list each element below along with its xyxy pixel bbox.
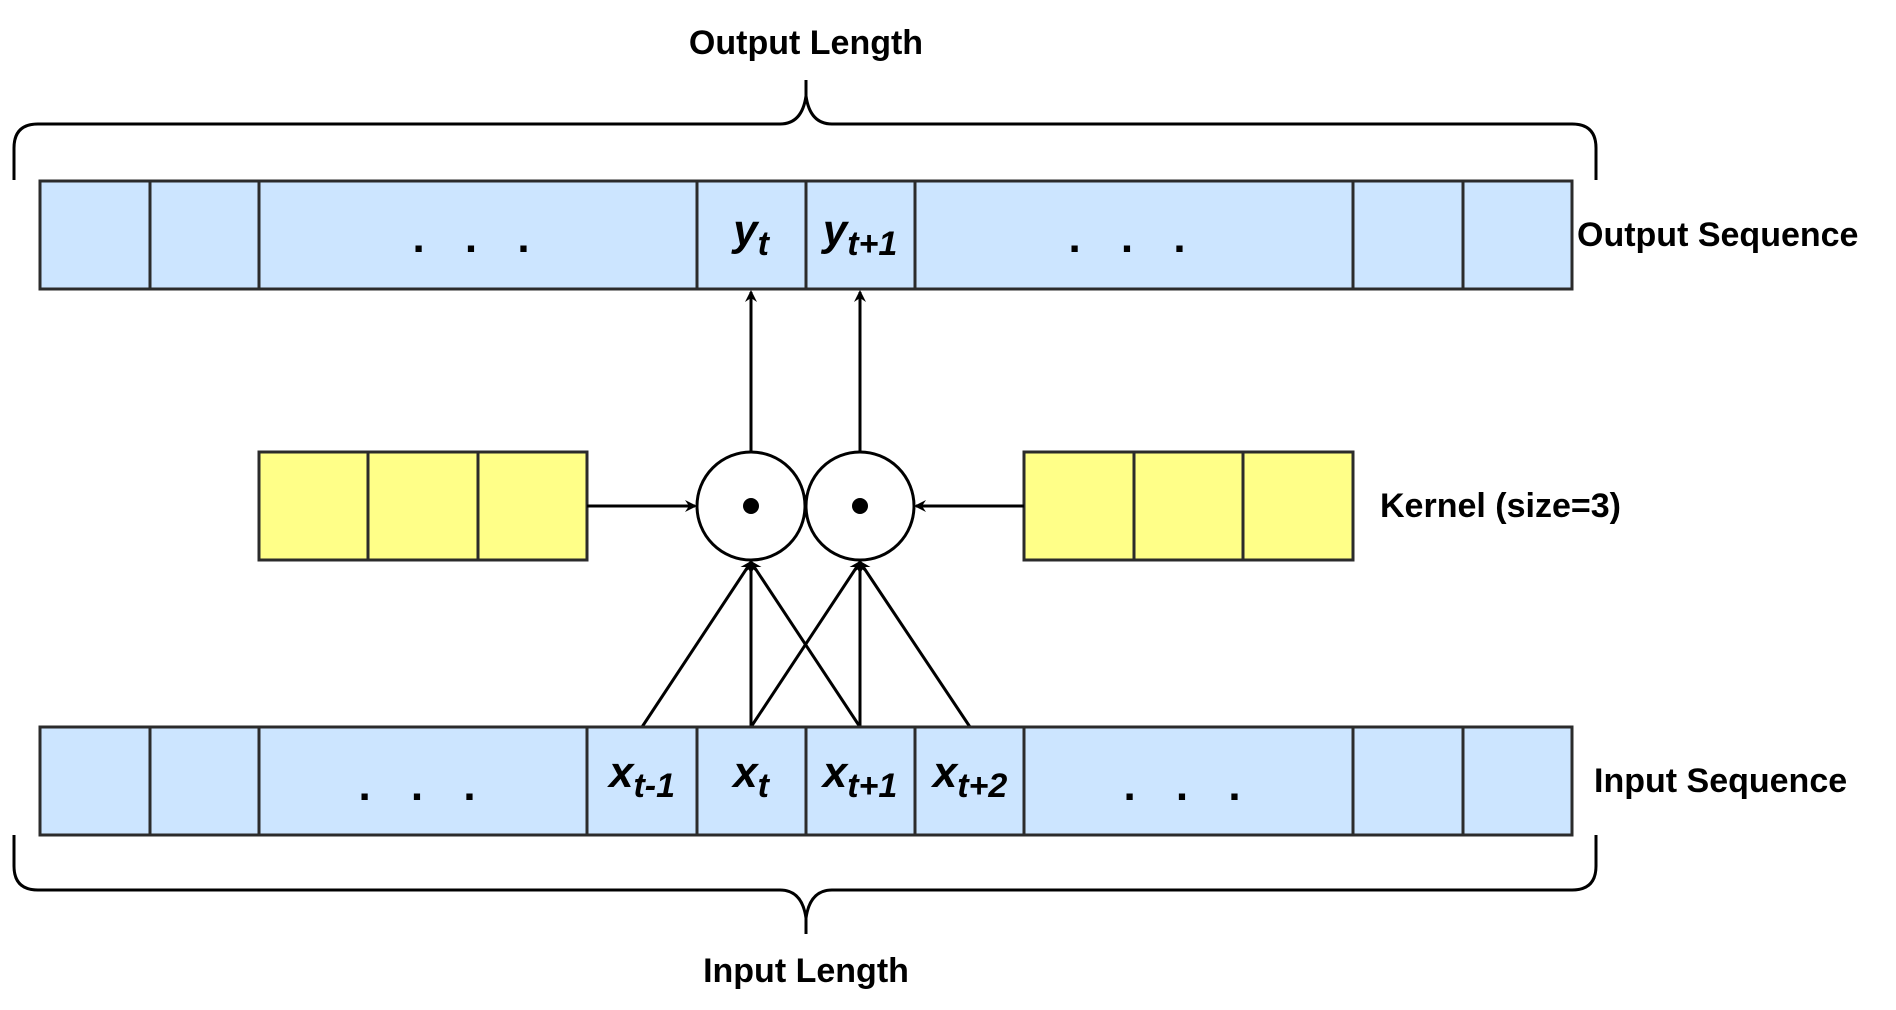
kernel-right bbox=[1022, 450, 1355, 562]
output-length-brace bbox=[12, 95, 1598, 180]
input-cell-x-t: xt bbox=[731, 748, 770, 805]
output-sequence-label: Output Sequence bbox=[1577, 216, 1858, 254]
input-cell-x-t1: xt+1 bbox=[821, 748, 898, 805]
dot-operator-left bbox=[695, 450, 807, 562]
input-ellipsis-right: . . . bbox=[1123, 761, 1254, 810]
output-ellipsis-right: . . . bbox=[1068, 213, 1199, 262]
input-length-brace bbox=[12, 835, 1598, 919]
output-cell-y-t1: yt+1 bbox=[821, 206, 898, 263]
output-ellipsis-left: . . . bbox=[412, 213, 543, 262]
kernel-left bbox=[257, 450, 589, 562]
input-cell-x-t2: xt+2 bbox=[931, 748, 1008, 805]
input-sequence-row bbox=[38, 725, 1574, 837]
input-arrows bbox=[640, 560, 972, 728]
dot-operator-right bbox=[804, 450, 916, 562]
output-length-label: Output Length bbox=[689, 24, 923, 62]
kernel-label: Kernel (size=3) bbox=[1380, 487, 1621, 525]
input-ellipsis-left: . . . bbox=[358, 761, 489, 810]
input-sequence-label: Input Sequence bbox=[1594, 762, 1847, 800]
input-cell-x-t-1: xt-1 bbox=[607, 748, 675, 805]
input-length-label: Input Length bbox=[703, 952, 909, 990]
output-sequence-row bbox=[38, 179, 1574, 291]
output-cell-y-t: yt bbox=[731, 206, 770, 263]
